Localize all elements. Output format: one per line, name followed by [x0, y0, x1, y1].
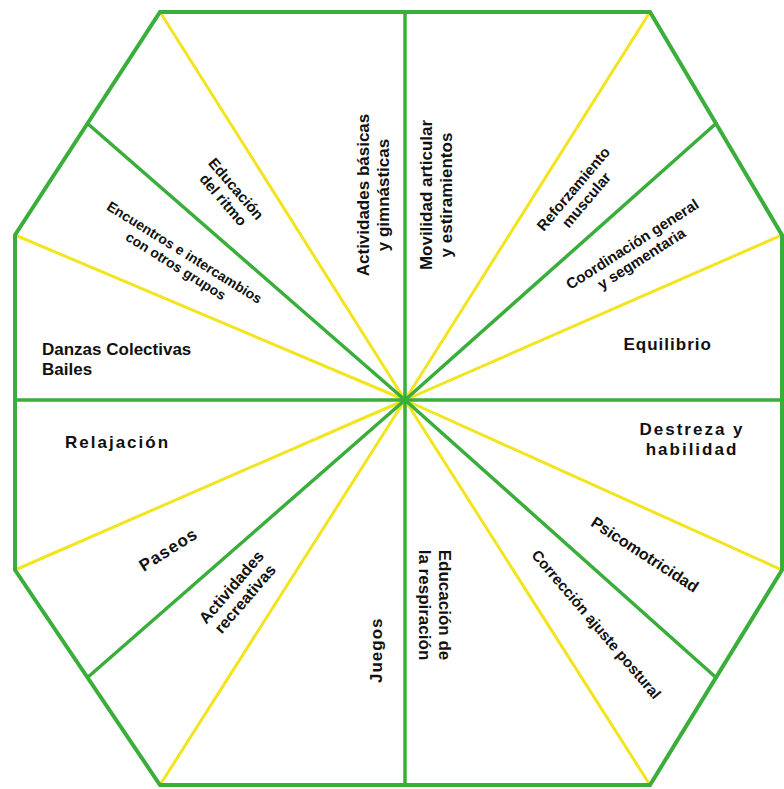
sector-label: Danzas Colectivas Bailes	[40, 340, 204, 380]
sector-text: Relajación	[63, 433, 172, 453]
green-spoke	[403, 400, 407, 785]
sector-text: Danzas Colectivas Bailes	[40, 340, 204, 379]
yellow-spoke	[160, 400, 405, 785]
sector-text: Actividades básicas y gimnásticas	[354, 108, 393, 282]
sector-text: Movilidad articular y estiramientos	[416, 115, 455, 276]
green-spoke	[403, 12, 407, 400]
sector-label: Relajación	[63, 433, 173, 453]
sector-label: Movilidad articular y estiramientos	[416, 115, 456, 276]
sector-label: Actividades básicas y gimnásticas	[354, 108, 394, 282]
sector-text: Equilibrio	[622, 335, 714, 355]
yellow-spoke	[405, 12, 650, 400]
octagon-outline	[15, 12, 782, 785]
octagon-ground	[15, 12, 782, 785]
green-spoke	[405, 398, 782, 402]
yellow-spoke	[15, 400, 405, 570]
sector-text: Juegos	[367, 615, 387, 685]
sector-label: Educación de la respiración	[414, 543, 454, 667]
sector-label: Equilibrio	[622, 335, 715, 355]
sector-text: Destreza y habilidad	[630, 420, 754, 459]
sector-label: Juegos	[367, 615, 387, 685]
yellow-spoke	[405, 400, 782, 570]
sector-text: Educación de la respiración	[415, 543, 454, 667]
yellow-spoke	[405, 400, 650, 785]
sector-label: Destreza y habilidad	[630, 420, 754, 460]
green-spoke	[15, 398, 405, 402]
yellow-spokes	[15, 12, 782, 785]
green-spokes	[15, 12, 782, 785]
